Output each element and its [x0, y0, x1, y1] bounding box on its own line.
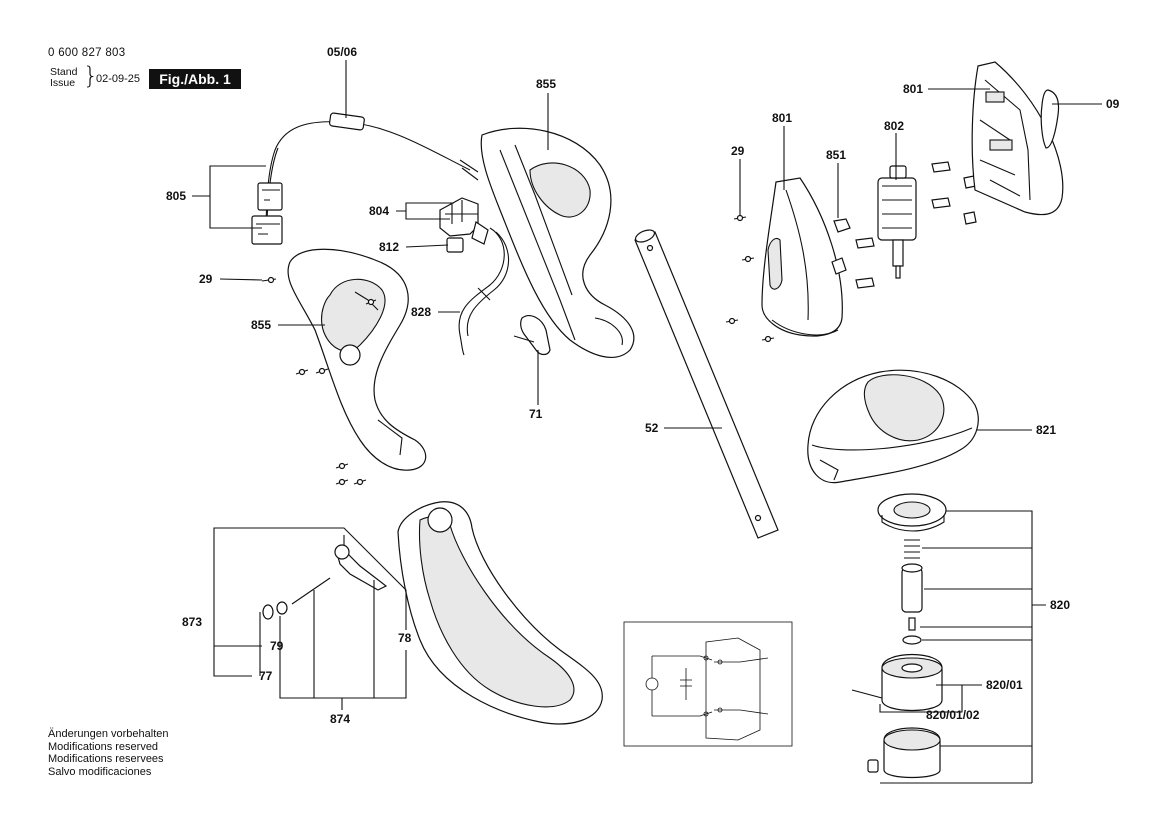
label-29-motor: 29	[731, 144, 745, 158]
label-821: 821	[1036, 423, 1056, 437]
label-874: 874	[330, 712, 350, 726]
note-fr: Modifications reservees	[48, 753, 164, 765]
label-805: 805	[166, 189, 186, 203]
stand-label: Stand	[50, 66, 78, 78]
tube-part-52	[634, 229, 779, 539]
label-851: 851	[826, 148, 846, 162]
label-828: 828	[411, 305, 431, 319]
label-801-rear: 801	[903, 82, 923, 96]
label-802: 802	[884, 119, 904, 133]
label-812: 812	[379, 240, 399, 254]
label-820: 820	[1050, 598, 1070, 612]
wiring-schematic	[623, 621, 793, 747]
handle-half-right-855	[480, 127, 635, 359]
leader-lines	[192, 60, 1102, 784]
spool-assembly-820	[851, 493, 947, 779]
label-52: 52	[645, 421, 659, 435]
label-plate-part-09	[1040, 89, 1060, 149]
label-09: 09	[1106, 97, 1120, 111]
motor-part-802	[877, 165, 917, 279]
label-05-06: 05/06	[327, 45, 357, 59]
label-801-front: 801	[772, 111, 792, 125]
motor-housing-801-rear	[971, 61, 1064, 216]
stand-issue-label: Stand Issue	[50, 67, 77, 89]
handle-half-left-855	[287, 248, 427, 471]
cable-clamp-part-805	[251, 182, 283, 245]
note-de: Änderungen vorbehalten	[48, 728, 169, 740]
label-855-left: 855	[251, 318, 271, 332]
modification-notes: Änderungen vorbehalten Modifications res…	[48, 728, 168, 778]
part-labels: 05/06 805 804 812 29 855 828 855 71 52 2…	[166, 45, 1120, 726]
label-78: 78	[398, 631, 412, 645]
issue-label: Issue	[50, 77, 76, 89]
rubber-pads-851	[831, 161, 977, 289]
small-parts-78-79-77	[262, 535, 388, 620]
label-804: 804	[369, 204, 389, 218]
label-77: 77	[259, 669, 273, 683]
auxiliary-handle	[397, 501, 603, 725]
label-29-left: 29	[199, 272, 213, 286]
note-en: Modifications reserved	[48, 740, 159, 753]
switch-part-804	[439, 197, 489, 245]
label-855-right: 855	[536, 77, 556, 91]
label-820-01: 820/01	[986, 678, 1023, 692]
motor-housing-801-front	[761, 177, 843, 337]
screws-29	[261, 276, 377, 486]
issue-date: 02-09-25	[96, 73, 141, 85]
wire-part-828	[458, 227, 510, 356]
label-71: 71	[529, 407, 543, 421]
guard-part-821	[807, 369, 979, 484]
capacitor-part-812	[446, 237, 464, 253]
part-number: 0 600 827 803	[48, 47, 126, 59]
note-es: Salvo modificaciones	[48, 765, 152, 778]
figure-label: Fig./Abb. 1	[149, 69, 241, 89]
brace-glyph: }	[83, 62, 99, 90]
label-79: 79	[270, 639, 284, 653]
label-820-01-02: 820/01/02	[926, 708, 980, 722]
lock-button-part-71	[513, 315, 551, 356]
screws-29-motor	[725, 214, 775, 343]
label-873: 873	[182, 615, 202, 629]
